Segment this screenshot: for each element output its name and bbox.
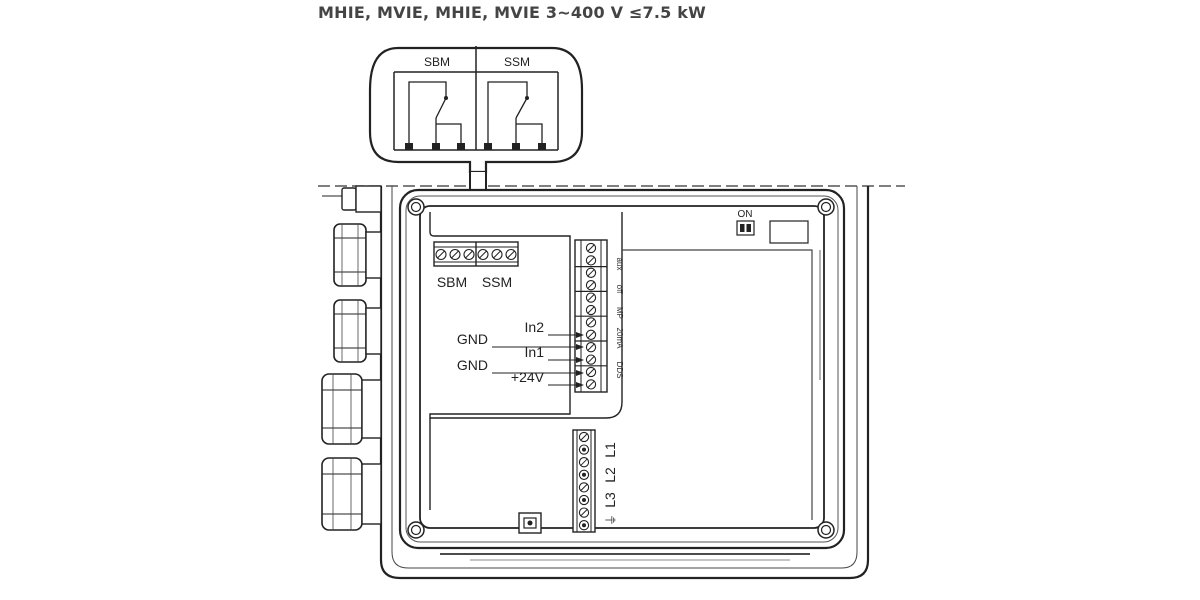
diagram-title: MHIE, MVIE, MHIE, MVIE 3~400 V ≤7.5 kW: [318, 3, 706, 22]
control-terminal-screw-icon: [585, 379, 597, 390]
signal-label-gnd1: GND: [457, 331, 488, 347]
screw-bottom-right-icon: [817, 521, 835, 539]
control-terminal-label: 20mA: [615, 328, 624, 350]
sbm-relay-contact-icon: [405, 81, 465, 150]
relay-terminal-screw-icon: [435, 248, 447, 261]
signal-gnd2: GND: [457, 357, 584, 376]
control-terminal-label: aux: [615, 258, 624, 271]
cable-gland-2-icon: [333, 299, 382, 363]
arrow-head-icon: [576, 332, 584, 338]
control-terminal-screw-icon: [585, 317, 597, 328]
relay-label-ssm: SSM: [482, 274, 512, 290]
arrow-head-icon: [576, 370, 584, 376]
relay-terminal-screw-icon: [449, 248, 461, 261]
control-terminal-label: MP: [615, 307, 624, 319]
control-terminal-screw-icon: [585, 267, 597, 278]
control-board: [429, 212, 821, 520]
power-label-l3: L3: [602, 492, 618, 508]
signal-v24: +24V: [511, 369, 584, 388]
control-terminal-screw-icon: [585, 242, 597, 254]
screw-bottom-left-icon: [407, 521, 425, 539]
arrow-head-icon: [576, 382, 584, 388]
detail-label-sbm: SBM: [424, 55, 450, 69]
relay-terminal-screw-icon: [505, 248, 517, 261]
ssm-relay-contact-icon: [484, 81, 546, 150]
dip-switch-on-label: ON: [738, 209, 753, 220]
power-terminal-screw-icon: [578, 507, 590, 518]
control-terminal-screw-icon: [585, 342, 597, 353]
relay-detail-bubble: SBM SSM: [368, 46, 584, 174]
signal-label-in1: In1: [525, 344, 545, 360]
control-terminal-screw-icon: [585, 304, 597, 316]
reset-button[interactable]: [518, 512, 542, 534]
cable-gland-4-icon: [321, 457, 382, 531]
power-terminal-screw-icon: [578, 431, 590, 443]
control-terminal-screw-icon: [585, 255, 597, 266]
power-terminal-screw-icon: [578, 457, 590, 468]
control-terminal-screw-icon: [585, 366, 597, 378]
signal-label-in2: In2: [525, 319, 545, 335]
control-terminal-screw-icon: [585, 292, 597, 303]
power-terminal-screw-icon: [578, 444, 590, 455]
power-label-l1: L1: [602, 442, 618, 458]
screw-top-right-icon: [817, 198, 835, 216]
signal-in1: In1: [525, 344, 584, 363]
dip-switch[interactable]: ON: [736, 209, 809, 244]
screw-top-left-icon: [407, 198, 425, 216]
control-terminal-screw-icon: [585, 280, 597, 291]
power-label-pe: ⏚: [604, 514, 618, 526]
power-terminal-screw-icon: [578, 482, 590, 493]
control-terminal-label: off: [615, 285, 624, 295]
relay-terminal-screw-icon: [477, 248, 489, 261]
power-terminal-block: L1 L2 L3 ⏚: [572, 429, 618, 533]
control-terminal-screw-icon: [585, 354, 597, 365]
cable-gland-1-icon: [333, 223, 382, 287]
signal-label-v24: +24V: [511, 369, 545, 385]
relay-label-sbm: SBM: [437, 274, 467, 290]
arrow-head-icon: [576, 357, 584, 363]
relay-terminal-screw-icon: [463, 248, 475, 261]
relay-terminal-block: SBM SSM: [433, 241, 519, 290]
relay-terminal-screw-icon: [491, 248, 503, 261]
cable-gland-3-icon: [321, 373, 382, 445]
signal-in2: In2: [525, 319, 584, 338]
signal-label-gnd2: GND: [457, 357, 488, 373]
control-terminal-screw-icon: [585, 329, 597, 340]
control-terminal-label: DDS: [615, 362, 624, 379]
power-terminal-screw-icon: [578, 494, 590, 506]
power-terminal-screw-icon: [578, 520, 590, 531]
power-label-l2: L2: [602, 467, 618, 483]
power-terminal-screw-icon: [578, 469, 590, 480]
cable-gland-top-icon: [322, 185, 382, 213]
arrow-head-icon: [576, 344, 584, 350]
detail-label-ssm: SSM: [504, 55, 530, 69]
signal-gnd1: GND: [457, 331, 584, 350]
